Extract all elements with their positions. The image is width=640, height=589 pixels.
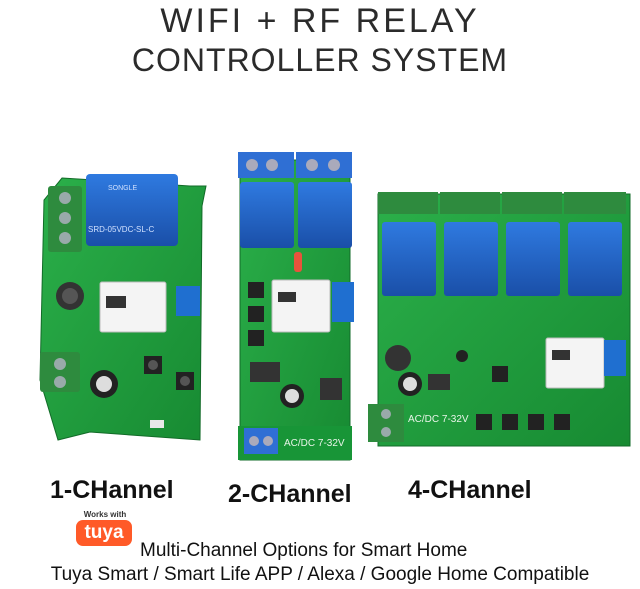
tagline-line-1: Multi-Channel Options for Smart Home xyxy=(140,540,468,561)
terminal-block xyxy=(564,192,626,214)
label-1-channel: 1-CHannel xyxy=(50,476,174,504)
relay-module xyxy=(298,182,352,248)
board-4-channel: AC/DC 7-32V xyxy=(368,192,631,447)
label-2-channel: 2-CHannel xyxy=(228,480,352,508)
terminal-block xyxy=(296,152,352,178)
relay-module xyxy=(568,222,622,296)
tagline-line-2: Tuya Smart / Smart Life APP / Alexa / Go… xyxy=(50,564,590,585)
relay-module xyxy=(240,182,294,248)
relay-module xyxy=(506,222,560,296)
tuya-badge: Works with tuya xyxy=(76,510,134,546)
relay-boards-photo: SONGLE SRD-05VDC-SL-C xyxy=(39,152,631,461)
push-button xyxy=(502,414,518,430)
terminal-block xyxy=(40,352,80,392)
wifi-module xyxy=(99,281,167,333)
push-button xyxy=(528,414,544,430)
relay-module xyxy=(86,174,178,246)
push-button xyxy=(476,414,492,430)
relay-module xyxy=(382,222,436,296)
wifi-module xyxy=(545,337,605,389)
relay-module xyxy=(444,222,498,296)
title-line-1: WIFI + RF RELAY xyxy=(160,2,480,40)
terminal-block xyxy=(502,192,562,214)
push-button xyxy=(248,330,264,346)
works-with-text: Works with xyxy=(83,510,127,519)
terminal-block xyxy=(440,192,500,214)
title-line-2: CONTROLLER SYSTEM xyxy=(131,42,509,78)
power-text: AC/DC 7-32V xyxy=(408,414,469,425)
terminal-block xyxy=(378,192,438,214)
relay-text: SONGLE xyxy=(108,185,138,192)
push-button xyxy=(554,414,570,430)
push-button xyxy=(248,282,264,298)
board-1-channel: SONGLE SRD-05VDC-SL-C xyxy=(39,174,207,441)
power-text: AC/DC 7-32V xyxy=(284,438,345,449)
tuya-logo: tuya xyxy=(76,520,132,546)
board-2-channel: AC/DC 7-32V xyxy=(238,152,354,461)
label-4-channel: 4-CHannel xyxy=(408,476,532,504)
relay-spec: SRD-05VDC-SL-C xyxy=(88,225,154,234)
push-button xyxy=(248,306,264,322)
wifi-module xyxy=(271,279,331,333)
